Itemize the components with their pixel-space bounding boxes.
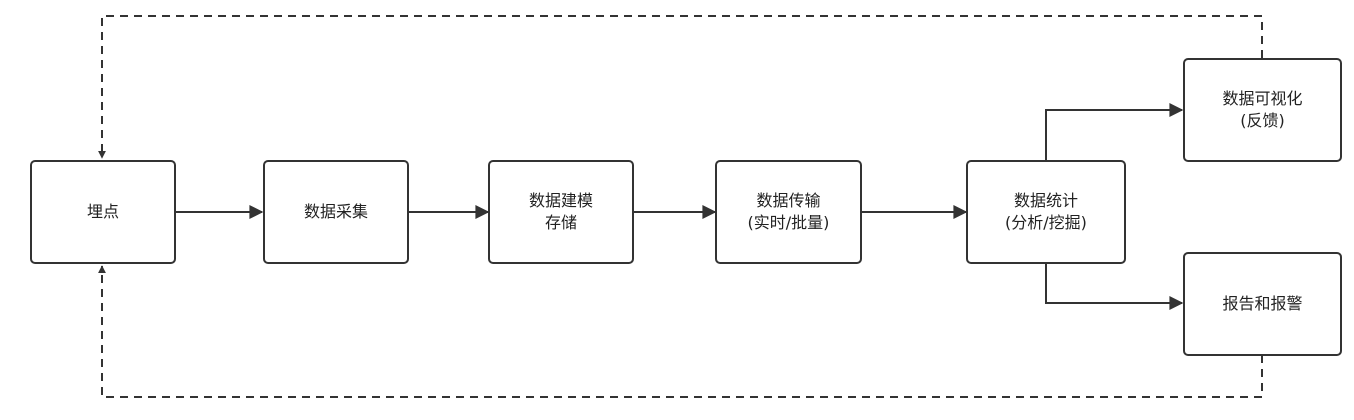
node-data-statistics-label-2: (分析/挖掘) [1005, 213, 1087, 232]
node-data-visualization-label-1: 数据可视化 [1222, 89, 1303, 108]
node-tracking: 埋点 [30, 160, 176, 264]
node-data-collection-label: 数据采集 [303, 202, 368, 221]
node-data-modeling: 数据建模 存储 [488, 160, 634, 264]
feedback-loop-bottom [98, 265, 1263, 398]
arrow-statistics-to-reporting [1045, 264, 1184, 310]
node-report-and-alert: 报告和报警 [1183, 252, 1342, 356]
node-data-statistics-label-1: 数据统计 [1013, 191, 1078, 210]
node-data-statistics: 数据统计 (分析/挖掘) [966, 160, 1126, 264]
node-data-transmission-label-1: 数据传输 [756, 191, 821, 210]
node-data-modeling-label-2: 存储 [544, 213, 577, 232]
node-data-transmission-label-2: (实时/批量) [747, 213, 830, 232]
feedback-loop-top [98, 15, 1263, 159]
node-data-visualization-label-2: (反馈) [1240, 111, 1285, 130]
node-data-modeling-label-1: 数据建模 [528, 191, 593, 210]
node-data-collection: 数据采集 [263, 160, 409, 264]
arrow-statistics-to-visualization [1045, 103, 1184, 160]
node-report-and-alert-label: 报告和报警 [1222, 294, 1303, 313]
node-data-transmission: 数据传输 (实时/批量) [715, 160, 862, 264]
node-tracking-label: 埋点 [86, 202, 119, 221]
node-data-visualization: 数据可视化 (反馈) [1183, 58, 1342, 162]
